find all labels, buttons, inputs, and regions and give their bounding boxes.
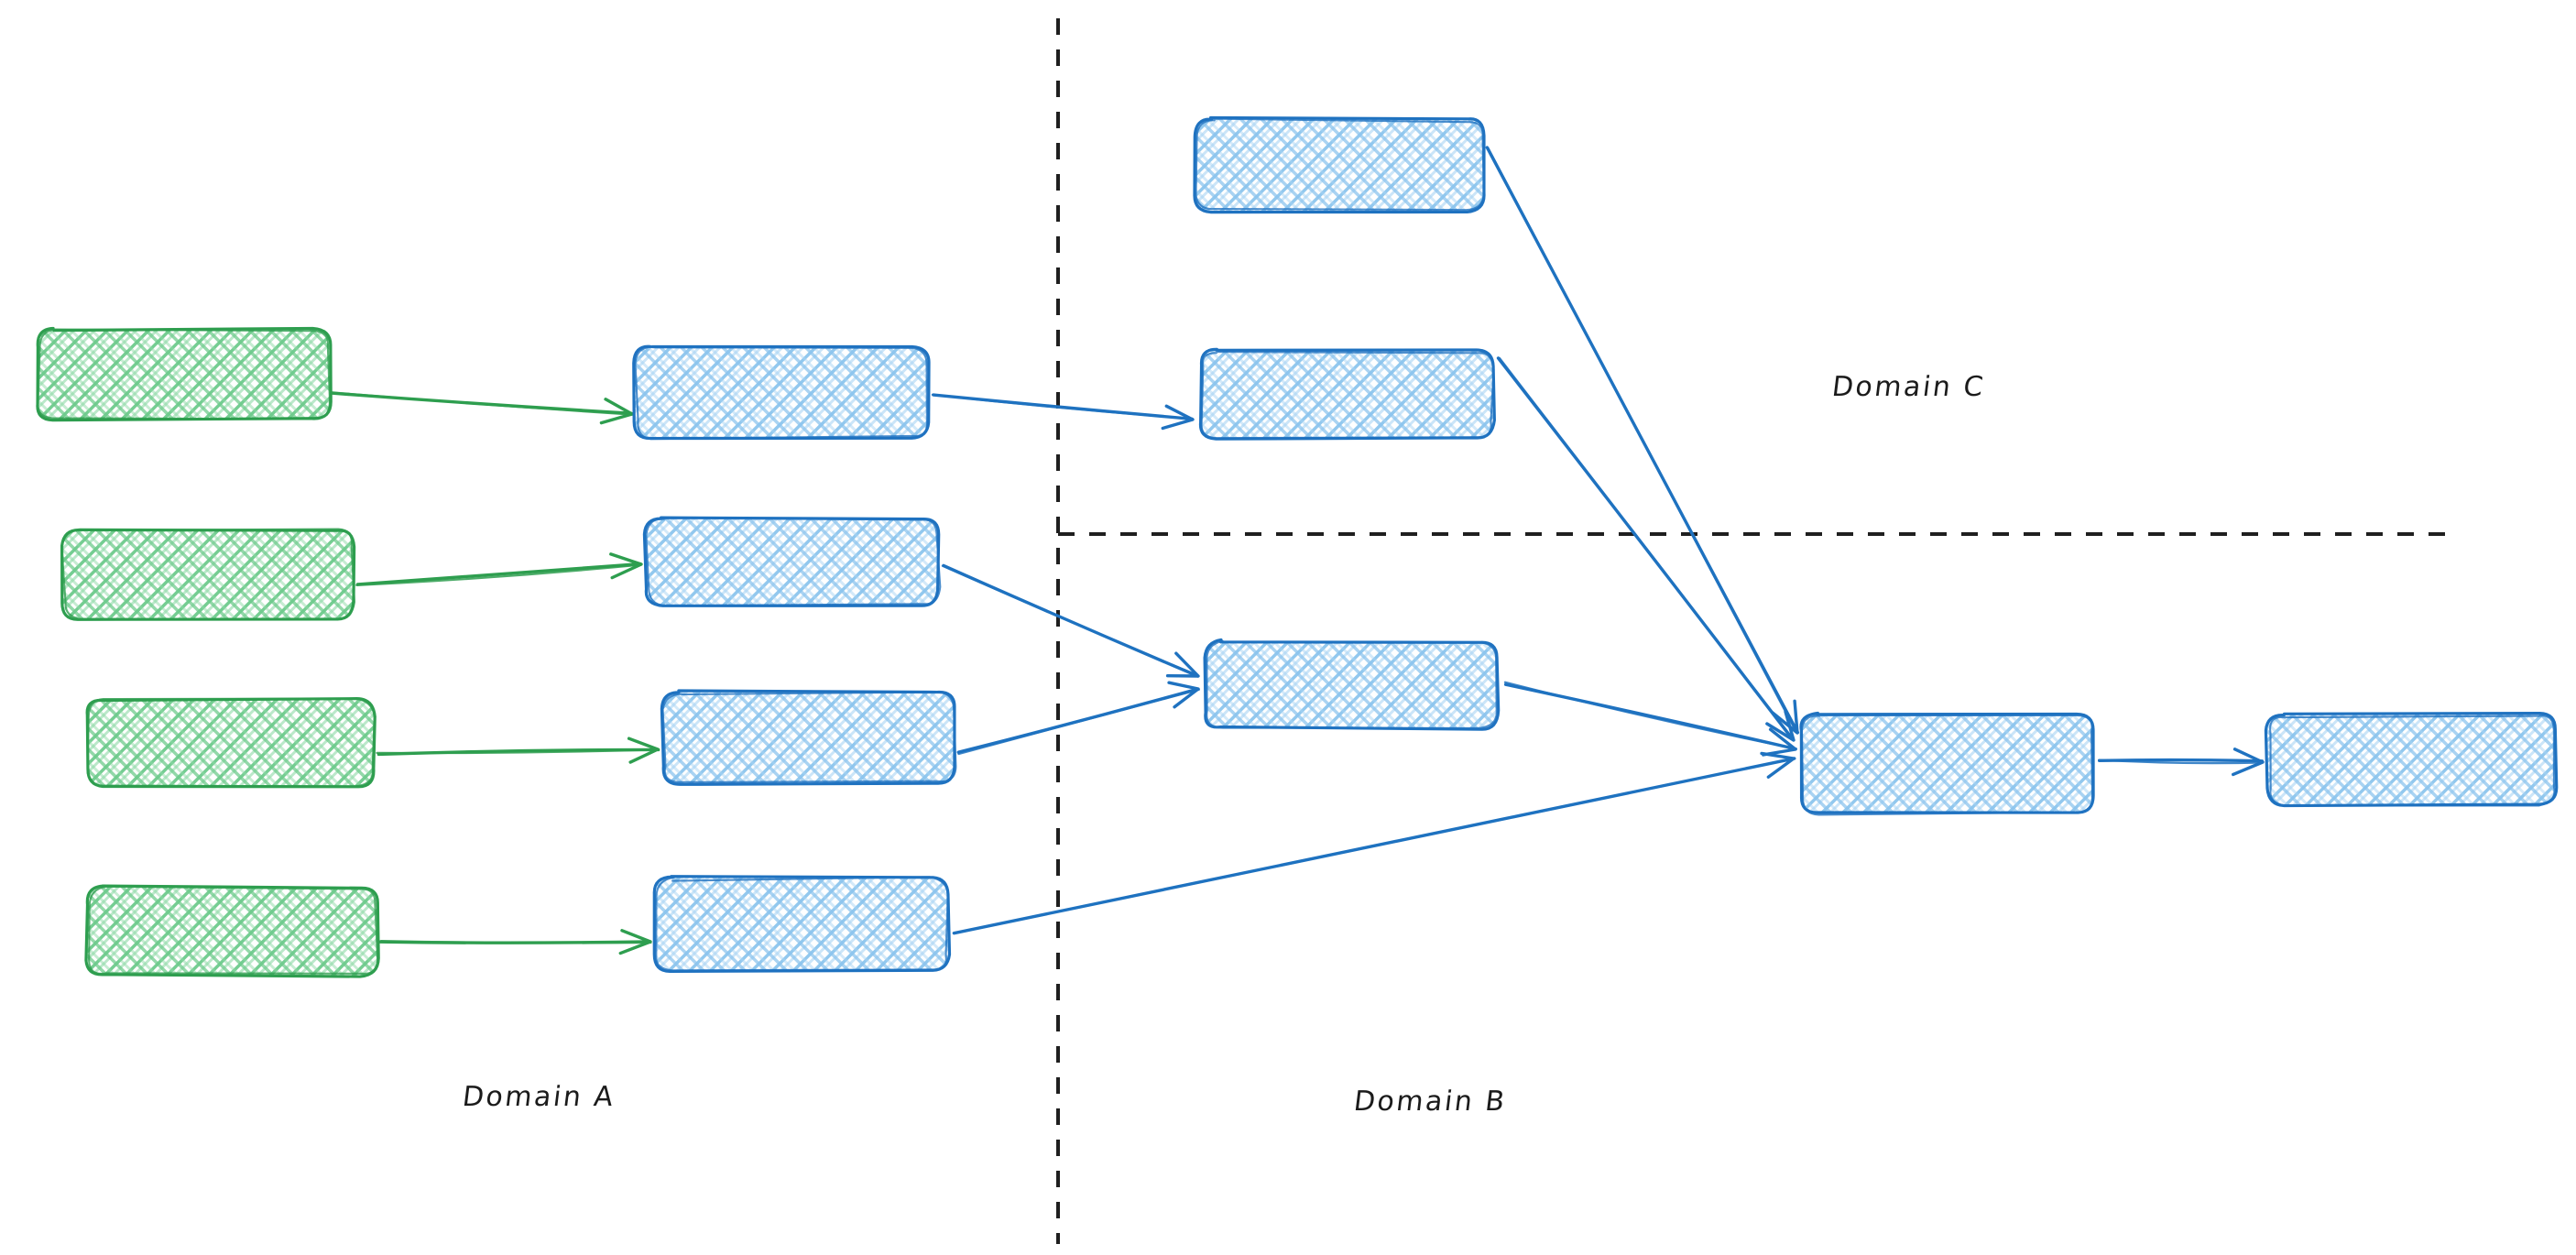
arrowhead-icon	[1167, 681, 1200, 709]
arrowhead-icon	[1161, 404, 1195, 431]
edge-a3-to-m3	[376, 737, 660, 764]
arrowhead-icon	[618, 929, 652, 955]
edge-a2-to-m2	[355, 552, 643, 586]
edge-m2-to-b3	[941, 563, 1200, 678]
node-m3[interactable]	[660, 689, 957, 786]
arrowhead-icon	[1765, 710, 1796, 742]
node-a1[interactable]	[36, 326, 333, 422]
arrowhead-icon	[609, 552, 643, 580]
edge-b3-to-hub	[1503, 681, 1797, 757]
edge-m4-to-hub	[952, 751, 1796, 935]
edge-hub-to-out	[2097, 748, 2265, 777]
edge-b2-to-hub	[1496, 356, 1796, 742]
node-b2[interactable]	[1198, 347, 1496, 441]
node-b1[interactable]	[1193, 115, 1486, 214]
node-m4[interactable]	[652, 875, 952, 974]
label-domain-c: Domain C	[1829, 371, 1988, 403]
edge-m1-to-b2	[931, 393, 1195, 431]
arrowhead-icon	[1771, 699, 1799, 735]
edge-b1-to-hub	[1485, 146, 1800, 735]
arrowhead-icon	[1760, 751, 1796, 779]
node-a4[interactable]	[84, 884, 380, 978]
arrowhead-icon	[2232, 748, 2265, 777]
node-a3[interactable]	[85, 697, 377, 789]
divider-layer	[1056, 18, 2448, 1244]
node-out[interactable]	[2264, 712, 2559, 808]
edge-a1-to-m1	[330, 391, 634, 425]
node-hub[interactable]	[1799, 711, 2095, 816]
label-domain-a: Domain A	[460, 1081, 617, 1113]
arrowhead-icon	[1762, 727, 1797, 757]
node-m2[interactable]	[642, 516, 942, 607]
node-layer	[36, 115, 2559, 978]
label-domain-b: Domain B	[1351, 1086, 1509, 1118]
node-b3[interactable]	[1203, 638, 1501, 731]
edge-layer	[330, 146, 2265, 955]
edge-a4-to-m4	[378, 929, 652, 955]
arrowhead-icon	[1165, 651, 1200, 678]
arrowhead-icon	[627, 737, 660, 764]
arrowhead-icon	[599, 398, 634, 425]
node-m1[interactable]	[632, 344, 931, 441]
edge-m3-to-b3	[956, 681, 1200, 756]
node-a2[interactable]	[60, 528, 356, 621]
